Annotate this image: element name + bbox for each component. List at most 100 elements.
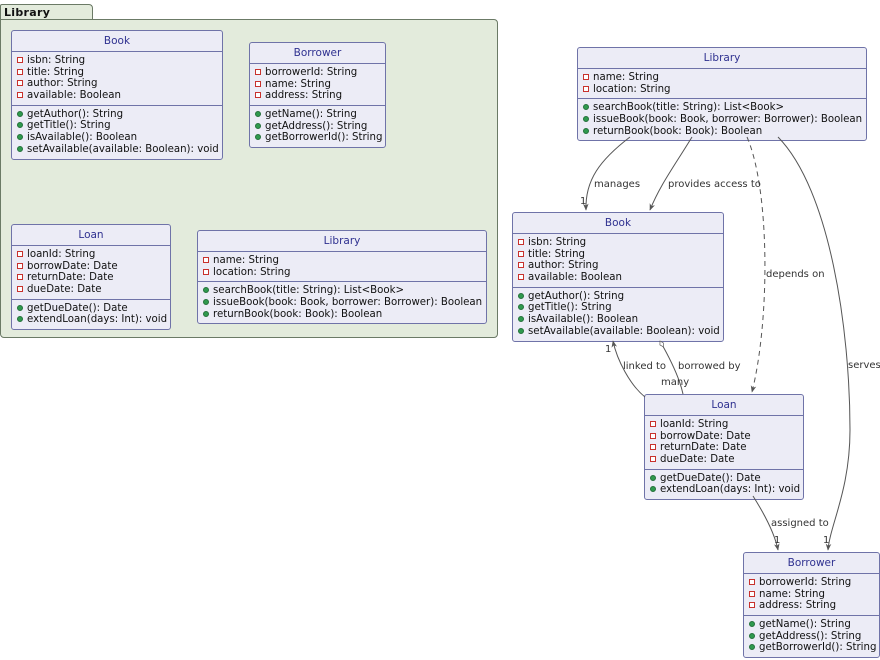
method-row: getAddress(): String — [255, 121, 385, 133]
method-text: extendLoan(days: Int): void — [660, 484, 801, 496]
public-marker-icon — [17, 134, 23, 141]
class-name: Library — [578, 48, 866, 69]
public-marker-icon — [255, 111, 261, 118]
attribute-row: location: String — [203, 267, 486, 279]
public-marker-icon — [650, 486, 656, 493]
label-manages: manages — [594, 179, 641, 190]
method-row: getTitle(): String — [518, 302, 723, 314]
private-marker-icon — [255, 69, 261, 75]
private-marker-icon — [17, 274, 23, 281]
public-marker-icon — [17, 110, 23, 117]
method-row: getDueDate(): Date — [17, 303, 170, 315]
method-text: getTitle(): String — [528, 302, 612, 314]
attribute-row: dueDate: Date — [17, 284, 170, 296]
method-row: setAvailable(available: Boolean): void — [518, 326, 723, 338]
edge-borrowed-by — [659, 340, 684, 395]
private-marker-icon — [749, 590, 755, 597]
public-marker-icon — [518, 327, 524, 334]
method-text: returnBook(book: Book): Boolean — [213, 308, 383, 320]
public-marker-icon — [650, 474, 656, 481]
method-row: searchBook(title: String): List<Book> — [203, 285, 486, 297]
public-marker-icon — [583, 127, 589, 134]
private-marker-icon — [17, 92, 23, 99]
label-borrowed-by: borrowed by — [678, 361, 741, 372]
public-marker-icon — [17, 122, 23, 129]
edge-provides-access — [649, 136, 693, 211]
public-marker-icon — [203, 310, 209, 317]
attribute-text: borrowerId: String — [759, 577, 852, 588]
multiplicity-borrower-serves: 1 — [823, 535, 830, 546]
class-name: Loan — [645, 395, 803, 416]
attribute-text: address: String — [265, 90, 343, 102]
private-marker-icon — [518, 274, 524, 281]
multiplicity-borrower-assigned: 1 — [774, 535, 781, 546]
method-text: getAddress(): String — [265, 120, 368, 132]
class-name: Book — [12, 31, 222, 52]
private-marker-icon — [255, 92, 261, 99]
private-marker-icon — [17, 57, 23, 63]
private-marker-icon — [17, 68, 23, 75]
attribute-row: returnDate: Date — [650, 442, 803, 454]
public-marker-icon — [518, 304, 524, 311]
attribute-text: available: Boolean — [27, 90, 121, 102]
attribute-text: title: String — [27, 66, 84, 78]
attribute-text: name: String — [265, 78, 331, 90]
attribute-row: loanId: String — [17, 249, 170, 261]
method-text: getAuthor(): String — [528, 290, 625, 302]
method-row: getAddress(): String — [749, 631, 879, 643]
class-name: Borrower — [744, 553, 879, 574]
attribute-row: name: String — [255, 79, 385, 91]
method-row: returnBook(book: Book): Boolean — [583, 126, 866, 138]
method-text: setAvailable(available: Boolean): void — [27, 143, 219, 155]
method-text: getAddress(): String — [759, 630, 862, 642]
attribute-row: borrowDate: Date — [650, 431, 803, 443]
private-marker-icon — [17, 80, 23, 87]
private-marker-icon — [518, 239, 524, 245]
attribute-row: loanId: String — [650, 419, 803, 431]
attribute-row: title: String — [518, 249, 723, 261]
attribute-row: borrowerId: String — [749, 577, 879, 589]
edge-manages — [582, 136, 631, 211]
public-marker-icon — [518, 292, 524, 299]
attribute-row: location: String — [583, 84, 866, 96]
attribute-text: borrowerId: String — [265, 67, 358, 78]
multiplicity-book-linked: 1 — [605, 344, 612, 355]
method-row: setAvailable(available: Boolean): void — [17, 144, 222, 156]
attribute-row: name: String — [749, 589, 879, 601]
attribute-row: returnDate: Date — [17, 272, 170, 284]
methods-section: searchBook(title: String): List<Book>iss… — [198, 281, 486, 323]
method-row: isAvailable(): Boolean — [518, 314, 723, 326]
attribute-row: address: String — [749, 600, 879, 612]
public-marker-icon — [17, 304, 23, 311]
attribute-row: available: Boolean — [17, 90, 222, 102]
method-text: getName(): String — [265, 109, 357, 121]
private-marker-icon — [203, 257, 209, 263]
method-text: getName(): String — [759, 619, 851, 631]
attribute-row: isbn: String — [518, 237, 723, 249]
method-row: issueBook(book: Book, borrower: Borrower… — [583, 114, 866, 126]
methods-section: searchBook(title: String): List<Book>iss… — [578, 98, 866, 140]
private-marker-icon — [650, 421, 656, 427]
attribute-text: borrowDate: Date — [660, 430, 751, 442]
attribute-row: borrowDate: Date — [17, 261, 170, 273]
attribute-row: name: String — [583, 72, 866, 84]
public-marker-icon — [749, 621, 755, 628]
attribute-row: title: String — [17, 67, 222, 79]
attribute-text: isbn: String — [528, 237, 587, 248]
method-row: issueBook(book: Book, borrower: Borrower… — [203, 297, 486, 309]
attribute-text: author: String — [528, 260, 599, 272]
edge-linked-to — [611, 340, 646, 398]
class-name: Book — [513, 213, 723, 234]
